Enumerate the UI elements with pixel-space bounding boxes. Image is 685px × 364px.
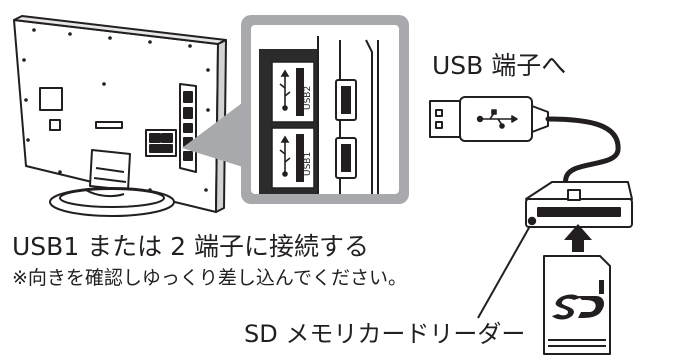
usb2-port [271, 61, 315, 123]
usb1-port [271, 127, 315, 189]
usb-cable-plug [429, 96, 549, 142]
sd-logo-icon [552, 294, 604, 320]
usb-plug-symbol-icon [476, 109, 518, 129]
usb-symbol-icon [279, 69, 291, 111]
sd-card-reader [525, 181, 633, 228]
usb-symbol-icon [279, 135, 291, 177]
insert-arrow-icon [564, 224, 592, 252]
card-reader-label: SD メモリカードリーダー [244, 320, 526, 348]
reader-leader-line [477, 225, 531, 319]
usb2-port-label: USB2 [303, 86, 313, 110]
usb-port-callout: USB2 USB1 [182, 15, 409, 204]
tv-rear-illustration [13, 15, 227, 217]
usb1-port-label: USB1 [303, 152, 313, 176]
sd-card [543, 255, 611, 355]
instruction-text: USB1 または 2 端子に接続する [12, 232, 369, 261]
usb-terminal-label: USB 端子へ [432, 51, 567, 80]
insertion-note: ※向きを確認しゆっくり差し込んでください。 [12, 267, 407, 289]
